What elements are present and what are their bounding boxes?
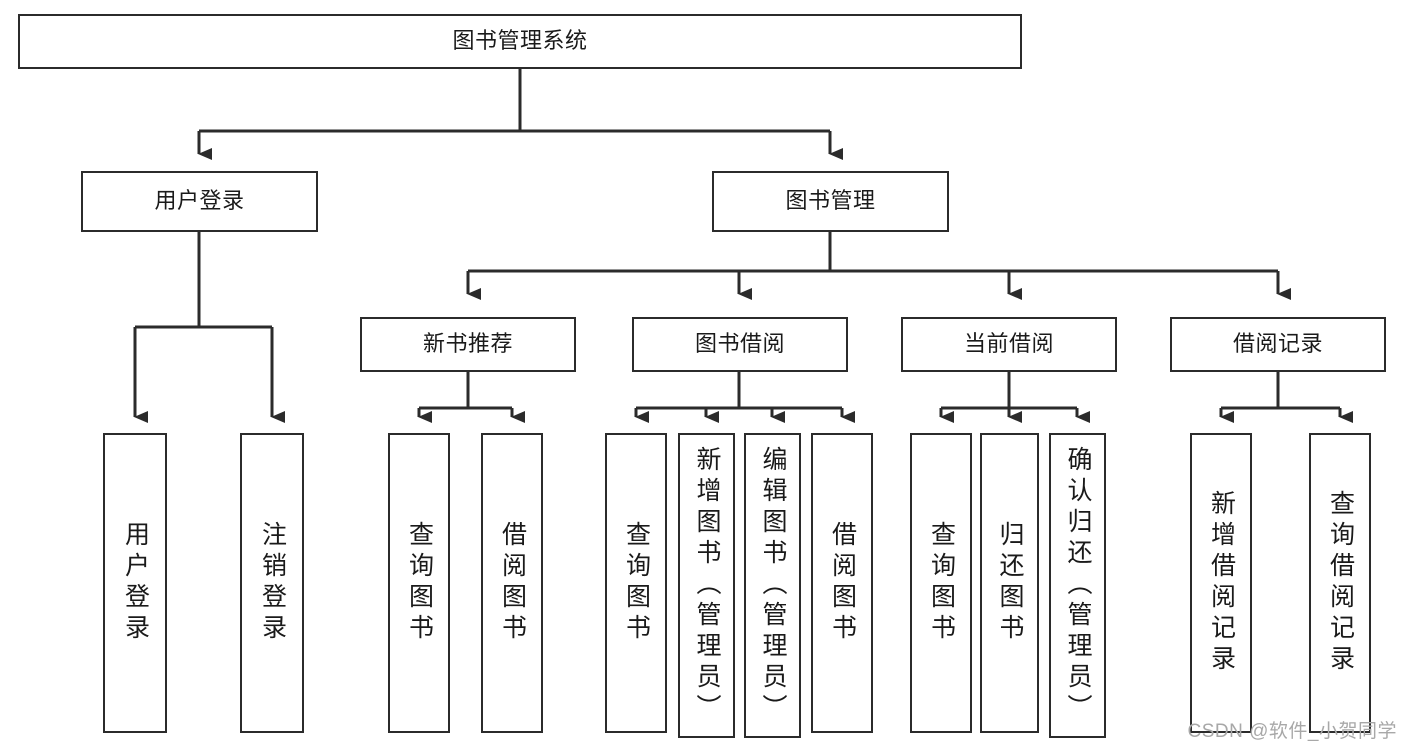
- node-leaf-borrow-book-1-label: 借阅图书: [498, 521, 527, 645]
- node-borrow-record[interactable]: 借阅记录: [1170, 317, 1386, 372]
- node-root[interactable]: 图书管理系统: [18, 14, 1022, 69]
- node-leaf-return-book[interactable]: 归还图书: [980, 433, 1039, 733]
- node-leaf-borrow-book-2[interactable]: 借阅图书: [811, 433, 873, 733]
- node-user-login-label: 用户登录: [154, 188, 245, 214]
- node-leaf-query-borrow-record-label: 查询借阅记录: [1326, 490, 1355, 676]
- node-book-borrow[interactable]: 图书借阅: [632, 317, 848, 372]
- node-new-book-recommend-label: 新书推荐: [422, 331, 513, 357]
- node-leaf-add-book-admin[interactable]: 新增图书（管理员）: [678, 433, 735, 738]
- node-leaf-add-borrow-record-label: 新增借阅记录: [1207, 490, 1236, 676]
- node-leaf-query-book-3[interactable]: 查询图书: [910, 433, 972, 733]
- node-leaf-query-borrow-record[interactable]: 查询借阅记录: [1309, 433, 1371, 733]
- node-new-book-recommend[interactable]: 新书推荐: [360, 317, 576, 372]
- node-leaf-query-book-1-label: 查询图书: [405, 521, 434, 645]
- node-user-login[interactable]: 用户登录: [81, 171, 318, 232]
- node-leaf-confirm-return-admin-label: 确认归还（管理员）: [1064, 446, 1092, 725]
- node-leaf-query-book-2-label: 查询图书: [622, 521, 651, 645]
- node-leaf-return-book-label: 归还图书: [996, 521, 1024, 645]
- node-borrow-record-label: 借阅记录: [1232, 331, 1323, 357]
- node-leaf-logout-login[interactable]: 注销登录: [240, 433, 304, 733]
- node-leaf-borrow-book-1[interactable]: 借阅图书: [481, 433, 543, 733]
- node-current-borrow-label: 当前借阅: [963, 331, 1054, 357]
- node-leaf-confirm-return-admin[interactable]: 确认归还（管理员）: [1049, 433, 1106, 738]
- node-leaf-user-login[interactable]: 用户登录: [103, 433, 167, 733]
- node-leaf-logout-login-label: 注销登录: [258, 521, 287, 645]
- node-leaf-add-book-admin-label: 新增图书（管理员）: [693, 446, 721, 725]
- node-leaf-add-borrow-record[interactable]: 新增借阅记录: [1190, 433, 1252, 733]
- node-leaf-query-book-3-label: 查询图书: [927, 521, 956, 645]
- node-book-management[interactable]: 图书管理: [712, 171, 949, 232]
- node-leaf-query-book-1[interactable]: 查询图书: [388, 433, 450, 733]
- node-book-management-label: 图书管理: [785, 188, 876, 214]
- node-root-label: 图书管理系统: [452, 28, 588, 54]
- node-leaf-query-book-2[interactable]: 查询图书: [605, 433, 667, 733]
- node-leaf-edit-book-admin-label: 编辑图书（管理员）: [759, 446, 787, 725]
- node-leaf-user-login-label: 用户登录: [121, 521, 150, 645]
- node-leaf-borrow-book-2-label: 借阅图书: [828, 521, 857, 645]
- node-leaf-edit-book-admin[interactable]: 编辑图书（管理员）: [744, 433, 801, 738]
- watermark-text: CSDN @软件_小贺同学: [1187, 721, 1397, 742]
- node-book-borrow-label: 图书借阅: [694, 331, 785, 357]
- node-current-borrow[interactable]: 当前借阅: [901, 317, 1117, 372]
